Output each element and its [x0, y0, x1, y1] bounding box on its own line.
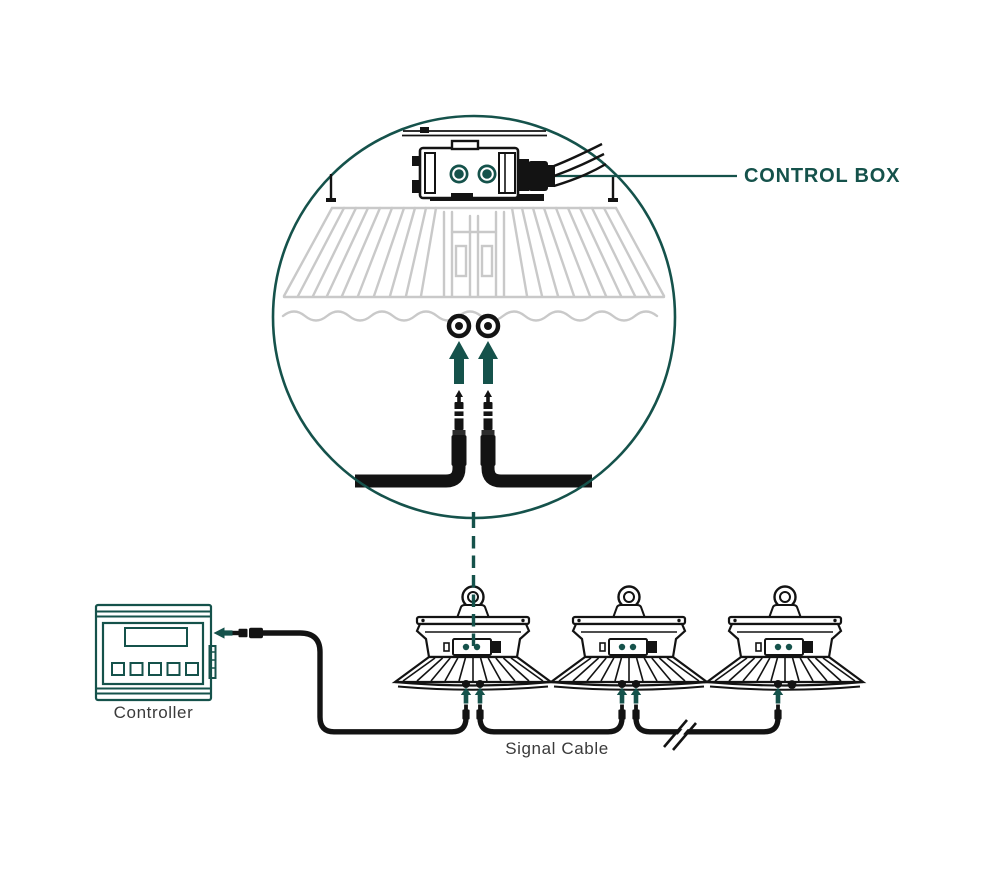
detail-circle-view [271, 114, 737, 520]
light1-connectors [460, 680, 486, 720]
up-arrow-icon [474, 687, 486, 704]
controller-plug-icon [232, 630, 239, 636]
up-arrow-icon [460, 687, 472, 704]
bottom-port-dot [774, 680, 782, 688]
detail-signal-connections [355, 313, 592, 488]
plug-cable [355, 465, 466, 488]
up-arrow-icon [772, 687, 784, 704]
lcd-display-icon [124, 627, 188, 647]
unplugged-port-dot [787, 680, 797, 689]
controller-icon [94, 603, 217, 702]
signal-plug-icon [480, 390, 496, 466]
controller-buttons [111, 662, 199, 676]
signal-cable-path [633, 715, 781, 735]
control-box-icon [412, 139, 607, 201]
up-arrow-icon [616, 687, 628, 704]
bottom-port-dot [462, 680, 470, 688]
highbay-lights-row [393, 585, 865, 720]
signal-plug-icon [634, 704, 638, 710]
heatsink-wave-line [281, 310, 659, 322]
bottom-port-dot [632, 680, 640, 688]
bottom-port-dot [618, 680, 626, 688]
highbay-light-icon [549, 585, 709, 691]
signal-plug-icon [464, 704, 468, 710]
signal-plug-icon [776, 704, 780, 710]
output-cables [553, 142, 607, 188]
signal-plug-icon [620, 704, 624, 710]
signal-cable-chain [263, 630, 781, 751]
signal-cable-path [263, 630, 469, 735]
up-arrow-icon [478, 341, 498, 384]
controller-label: Controller [113, 703, 194, 722]
side-connector [208, 645, 217, 679]
signal-plug-icon [451, 390, 467, 466]
left-arrow-icon [213, 627, 233, 639]
light3-connectors [772, 680, 797, 720]
cable-break-icon [663, 719, 697, 751]
bottom-port-dot [476, 680, 484, 688]
controller-connection [213, 627, 263, 639]
mount-lines [326, 127, 618, 202]
up-arrow-icon [449, 341, 469, 384]
plug-cable [481, 465, 592, 488]
signal-cable-path [477, 715, 625, 735]
heatsink-fins [281, 206, 666, 322]
signal-plug-icon [478, 704, 482, 710]
highbay-light-icon [705, 585, 865, 691]
control-box-label: CONTROL BOX [744, 165, 901, 187]
signal-cable-label: Signal Cable [505, 739, 609, 758]
up-arrow-icon [630, 687, 642, 704]
light2-connectors [616, 680, 642, 720]
cable-gland-icon [517, 159, 529, 191]
